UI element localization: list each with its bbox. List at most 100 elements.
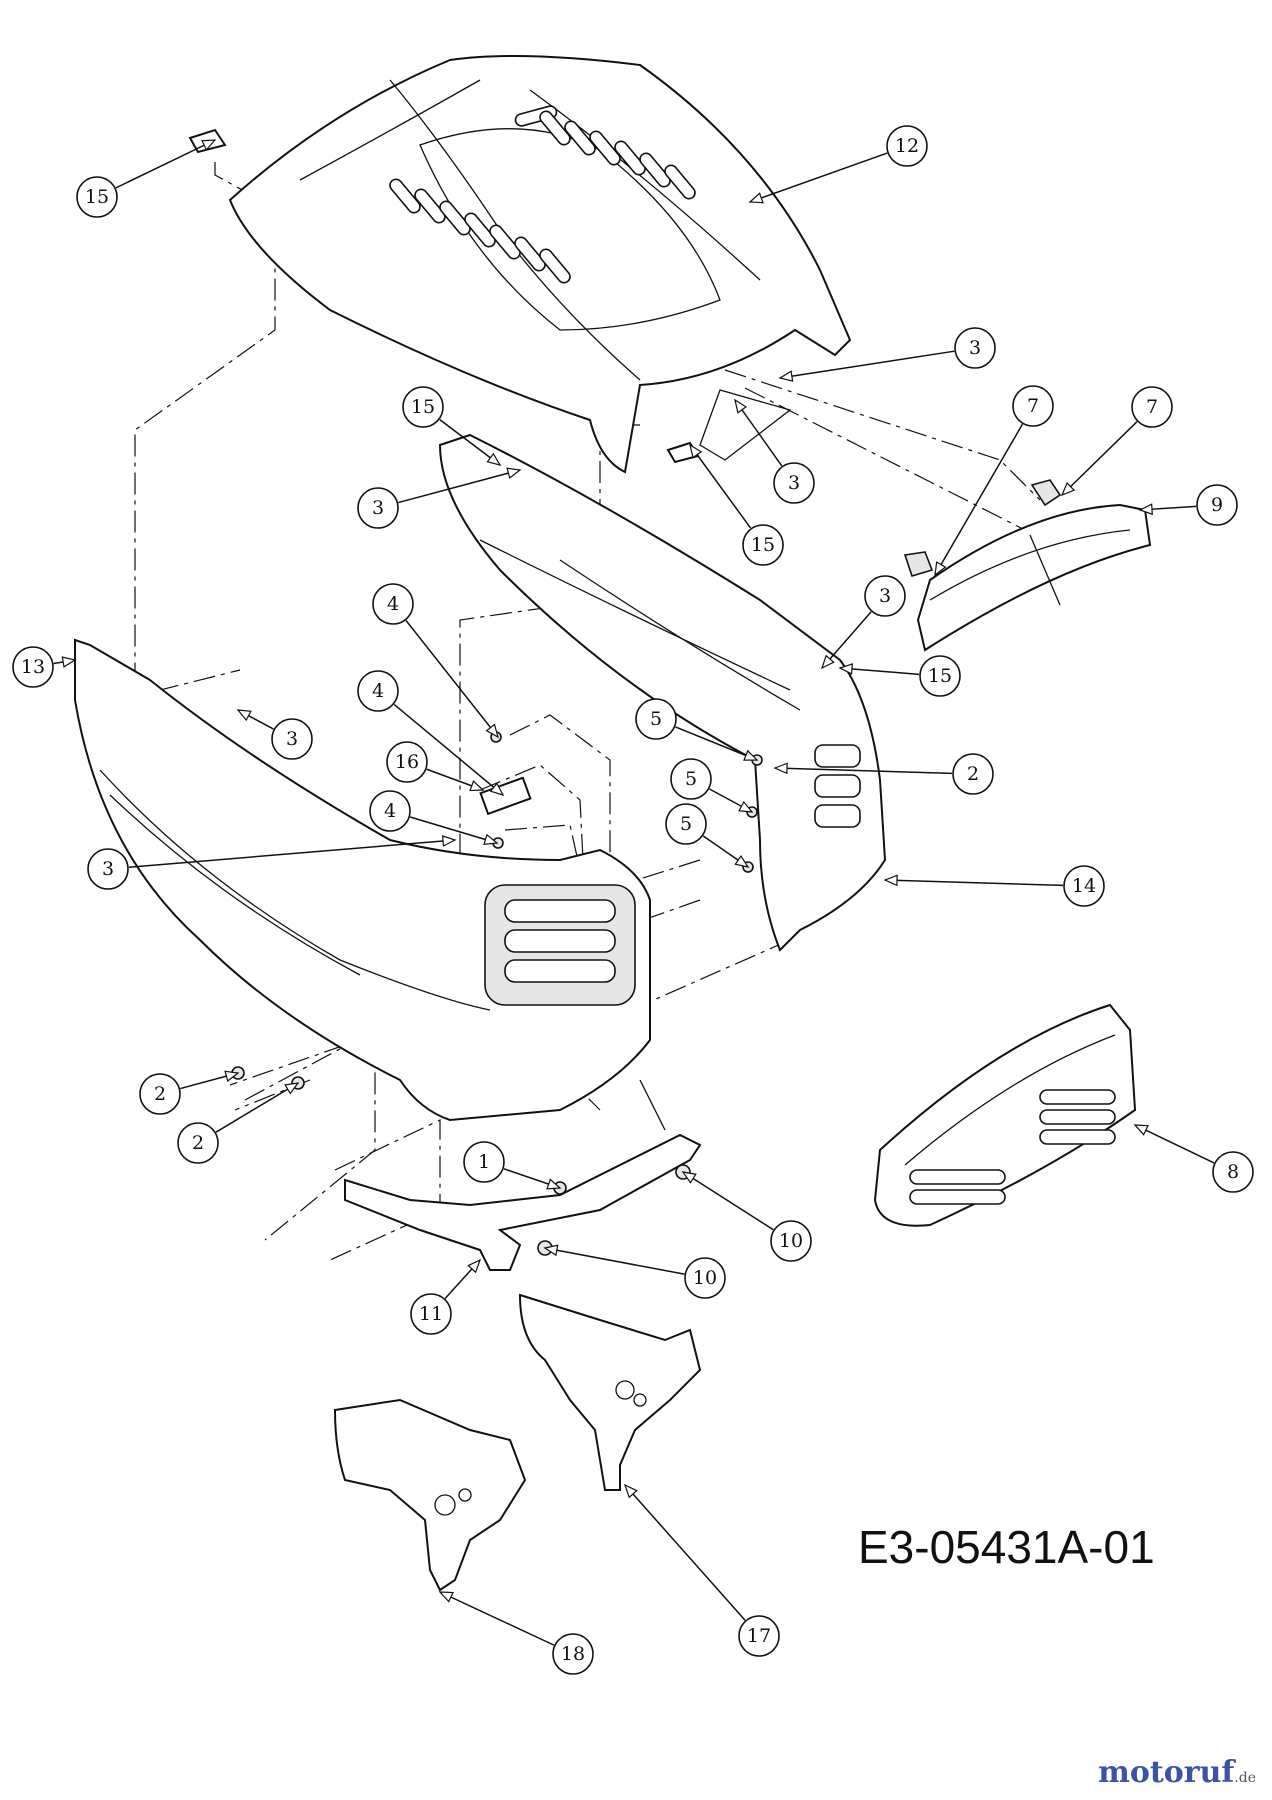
callout-circle [954,327,996,369]
callout-number: 5 [685,768,697,790]
callout-leader-line [1134,1124,1215,1164]
callout-number: 3 [879,585,891,607]
callout-number: 3 [286,728,298,750]
callout-number: 4 [372,680,384,702]
callout-number: 17 [747,1625,771,1647]
callout-number: 2 [192,1132,204,1154]
callout-number: 15 [751,534,775,556]
callout-15: 15 [402,386,502,466]
callout-3: 3 [778,327,996,382]
callout-number: 13 [21,656,45,678]
callout-circle [738,1615,780,1657]
callout-number: 5 [650,708,662,730]
callout-4: 4 [369,790,499,846]
callout-number: 7 [1027,395,1039,417]
drawing-code: E3-05431A-01 [858,1521,1155,1573]
callout-number: 11 [419,1303,443,1325]
callout-number: 18 [561,1643,585,1665]
callout-arrowhead [738,800,754,813]
grille-slots [909,1089,1116,1205]
callout-leader-line [624,1484,746,1621]
callout-4: 4 [372,583,499,739]
callout-arrowhead [934,561,947,577]
side-panel-left [74,638,651,1122]
callout-number: 3 [372,497,384,519]
callout-leader-line [749,152,888,203]
callout-arrowhead [284,1082,300,1095]
callout-2: 2 [773,753,994,795]
callout-number: 4 [387,593,399,615]
callout-circle [670,758,712,800]
callout-5: 5 [665,803,750,868]
callout-arrowhead [734,854,750,868]
callout-leader-line [774,767,953,775]
callout-arrowhead [506,467,522,479]
callout-number: 8 [1227,1161,1239,1183]
callout-7: 7 [934,385,1054,577]
callout-15: 15 [838,655,961,697]
hinge-plate-right [518,1293,702,1491]
callout-circle [684,1257,726,1299]
callout-circle [386,741,428,783]
callout-3: 3 [734,398,815,504]
callout-leader-line [689,444,752,529]
callout-arrowhead [778,370,794,382]
callout-16: 16 [386,741,485,792]
callout-3: 3 [236,709,313,760]
callout-circle [369,790,411,832]
callout-circle [952,753,994,795]
callout-circle [770,1220,812,1262]
callout-15: 15 [76,139,217,218]
callout-arrowhead [489,782,505,796]
callout-12: 12 [748,125,928,204]
callout-arrowhead [773,762,788,775]
callout-2: 2 [139,1070,240,1115]
side-vent-left [484,884,636,1006]
callout-arrowhead [236,709,252,722]
callout-arrowhead [201,139,217,151]
watermark-brand: motoruf [1098,1755,1235,1790]
callout-leader-line [934,423,1024,576]
callout-leader-line [839,667,920,676]
callout-circle [552,1633,594,1675]
callout-2: 2 [177,1082,300,1164]
callout-number: 15 [85,186,109,208]
callout-arrowhead [743,749,759,761]
callout-arrowhead [485,723,499,739]
callout-arrowhead [1060,481,1076,497]
callout-leader-line [409,816,498,844]
callout-number: 15 [928,665,952,687]
callout-circle [139,1073,181,1115]
callout-leader-line [128,839,456,868]
callout-arrowhead [1133,1124,1149,1136]
callout-leader-line [398,469,521,504]
callout-number: 3 [969,337,981,359]
callout-3: 3 [87,835,457,890]
front-grille [873,1003,1137,1227]
callout-arrowhead [467,1258,482,1274]
callout-leader-line [1061,421,1138,496]
callout-leader-line [884,879,1064,887]
callout-4: 4 [357,670,505,796]
callout-leader-line [779,350,955,379]
callout-circle [12,646,54,688]
mounting-bracket [344,1079,702,1271]
callout-circle [773,462,815,504]
callout-circle [76,176,118,218]
callout-arrowhead [546,1178,562,1190]
callout-11: 11 [410,1258,482,1335]
callout-arrowhead [748,192,764,204]
callout-circle [1196,484,1238,526]
callout-circle [665,803,707,845]
callout-number: 4 [384,800,396,822]
callout-10: 10 [681,1171,812,1262]
callout-leader-line [439,1591,555,1646]
callout-arrowhead [883,874,898,887]
callout-5: 5 [670,758,754,813]
watermark-logo: motoruf.de [1098,1755,1256,1790]
callout-circle [271,718,313,760]
callout-circle [410,1293,452,1335]
callout-circle [1063,865,1105,907]
